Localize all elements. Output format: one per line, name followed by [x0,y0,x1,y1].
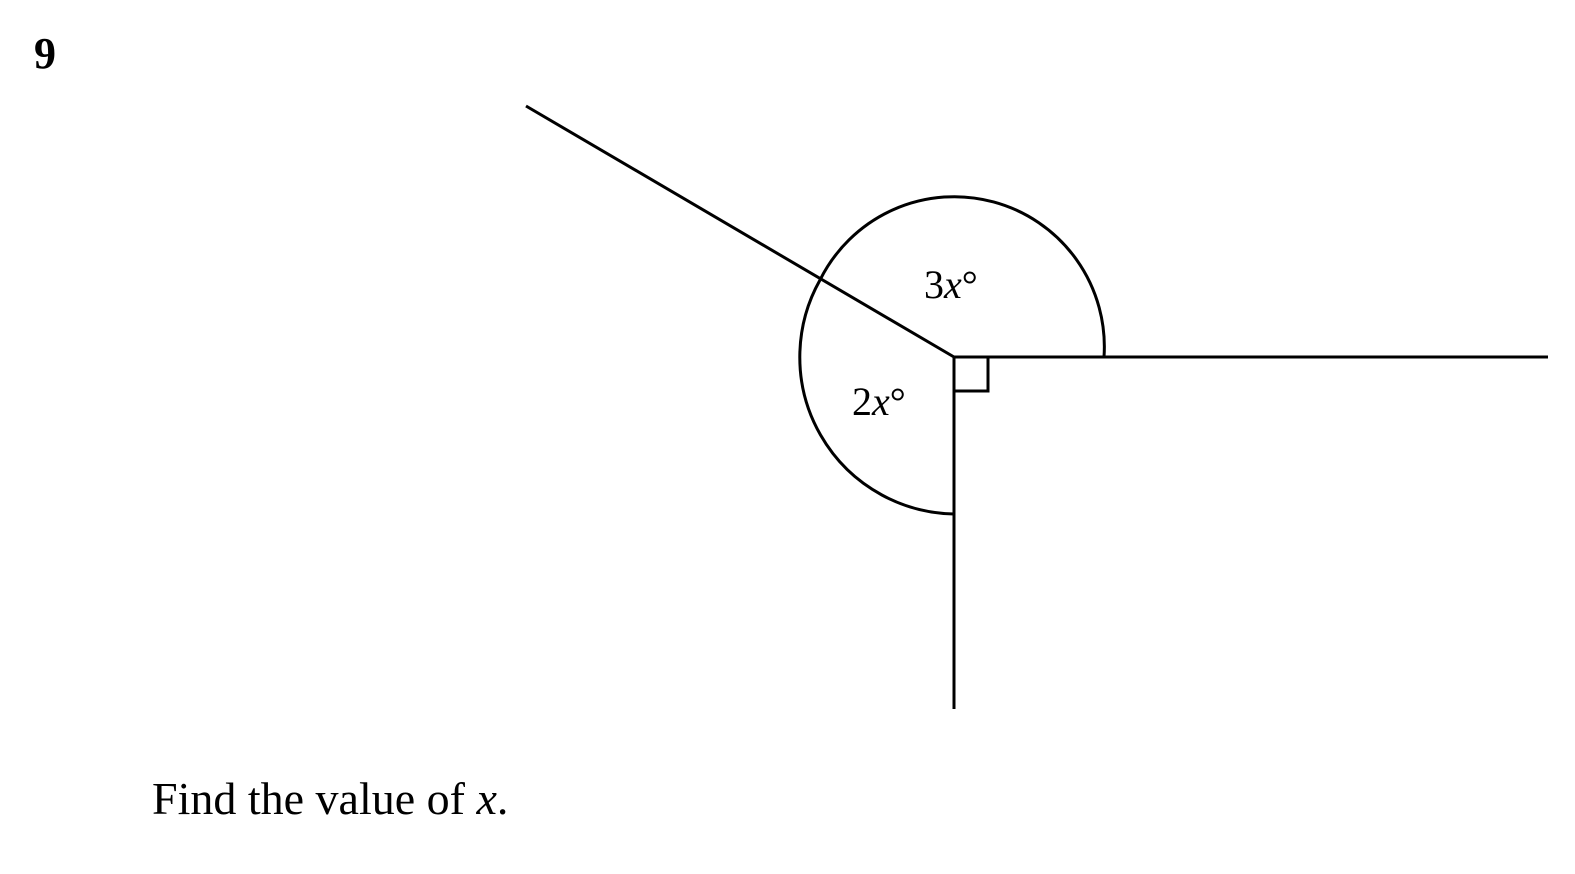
right-angle-marker [954,357,990,393]
lower-angle-arc [798,279,955,516]
question-number: 9 [34,29,56,78]
lower-angle-unit: ° [889,379,906,424]
prompt-variable: x [476,773,497,824]
lower-angle-label: 2x° [852,379,906,425]
lower-angle-coefficient: 2 [852,379,872,424]
lower-angle-variable: x [872,379,890,424]
upper-left-line [525,104,955,359]
upper-angle-variable: x [944,262,962,307]
upper-angle-label: 3x° [924,262,978,308]
prompt-text: Find the value of [152,773,477,824]
upper-angle-coefficient: 3 [924,262,944,307]
prompt-end: . [496,773,509,824]
upper-angle-arc [818,195,1106,358]
upper-angle-unit: ° [961,262,978,307]
question-prompt: Find the value of x. [152,772,508,826]
